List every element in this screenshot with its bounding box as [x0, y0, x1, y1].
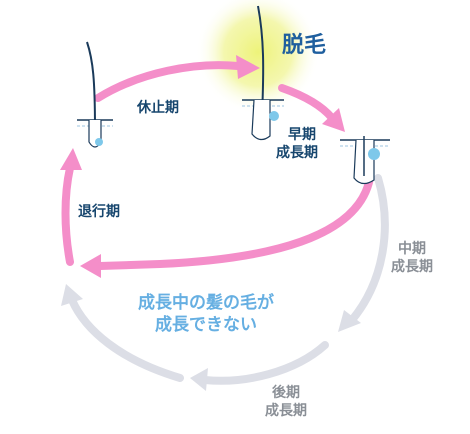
arrow-head-early-to-return [80, 254, 101, 278]
arrow-catagen-up [61, 164, 74, 266]
arrow-bottom-to-catagen [68, 296, 184, 382]
arrow-head-rest-to-removal [236, 55, 260, 79]
early-anagen-line-2: 成長期 [276, 145, 318, 162]
message-line-2: 成長できない [155, 315, 257, 336]
message-label: 成長中の髪の毛が 成長できない [138, 292, 274, 336]
mid-anagen-line-2: 成長期 [391, 259, 433, 276]
arrow-head-late-to-bottom [190, 368, 208, 391]
early-anagen-line-1: 早期 [288, 127, 316, 143]
mid-anagen-line-1: 中期 [398, 241, 426, 257]
late-anagen-line-2: 成長期 [265, 403, 307, 420]
arrow-head-catagen-up [60, 148, 82, 170]
catagen-label: 退行期 [78, 204, 120, 220]
resting-phase-label: 休止期 [137, 100, 179, 116]
title-label: 脱毛 [282, 33, 327, 58]
active-arrows [60, 55, 374, 278]
arrow-rest-to-removal [94, 61, 242, 102]
highlight-glow [196, 0, 320, 114]
mid-anagen-label: 中期 成長期 [391, 240, 433, 276]
message-line-1: 成長中の髪の毛が [138, 293, 274, 313]
early-anagen-label: 早期 成長期 [276, 126, 318, 162]
hair-follicle-icon [77, 41, 113, 148]
arrow-head-bottom-to-catagen [61, 284, 83, 306]
late-anagen-label: 後期 成長期 [265, 384, 307, 420]
hair-follicle-icon [340, 136, 390, 185]
arrow-head-mid-to-late [338, 310, 361, 332]
hair-follicle-icon [242, 5, 284, 141]
arrow-early-to-return [96, 174, 374, 270]
arrow-late-to-bottom [201, 341, 329, 385]
arrow-mid-to-late [348, 174, 389, 324]
arrow-head-removal-to-early [322, 108, 345, 132]
late-anagen-line-1: 後期 [272, 385, 300, 401]
inactive-arrows [61, 174, 389, 391]
arrow-removal-to-early [278, 84, 336, 122]
